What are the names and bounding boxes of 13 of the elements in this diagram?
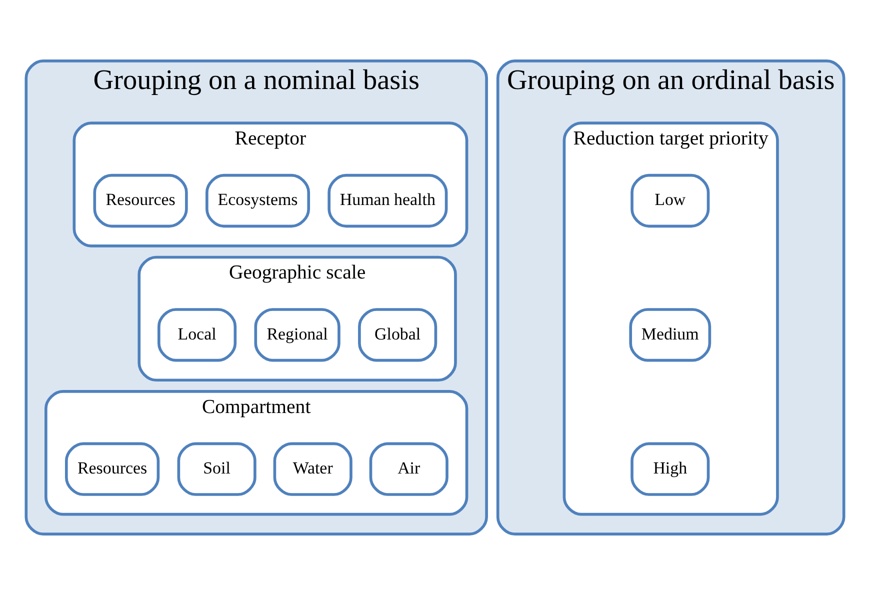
- node-box: Resources: [64, 442, 160, 496]
- node-box: Resources: [92, 173, 188, 228]
- node-box: Local: [157, 308, 236, 362]
- node-box: Water: [272, 442, 352, 496]
- node-box: Air: [368, 442, 448, 496]
- node-box: Regional: [254, 308, 340, 362]
- node-box: Low: [630, 173, 710, 228]
- node-box: High: [630, 442, 710, 496]
- node-box: Human health: [327, 173, 448, 228]
- node-box: Ecosystems: [205, 173, 310, 228]
- node-box: Medium: [628, 308, 711, 362]
- node-box: Soil: [176, 442, 256, 496]
- node-box: Global: [358, 308, 437, 362]
